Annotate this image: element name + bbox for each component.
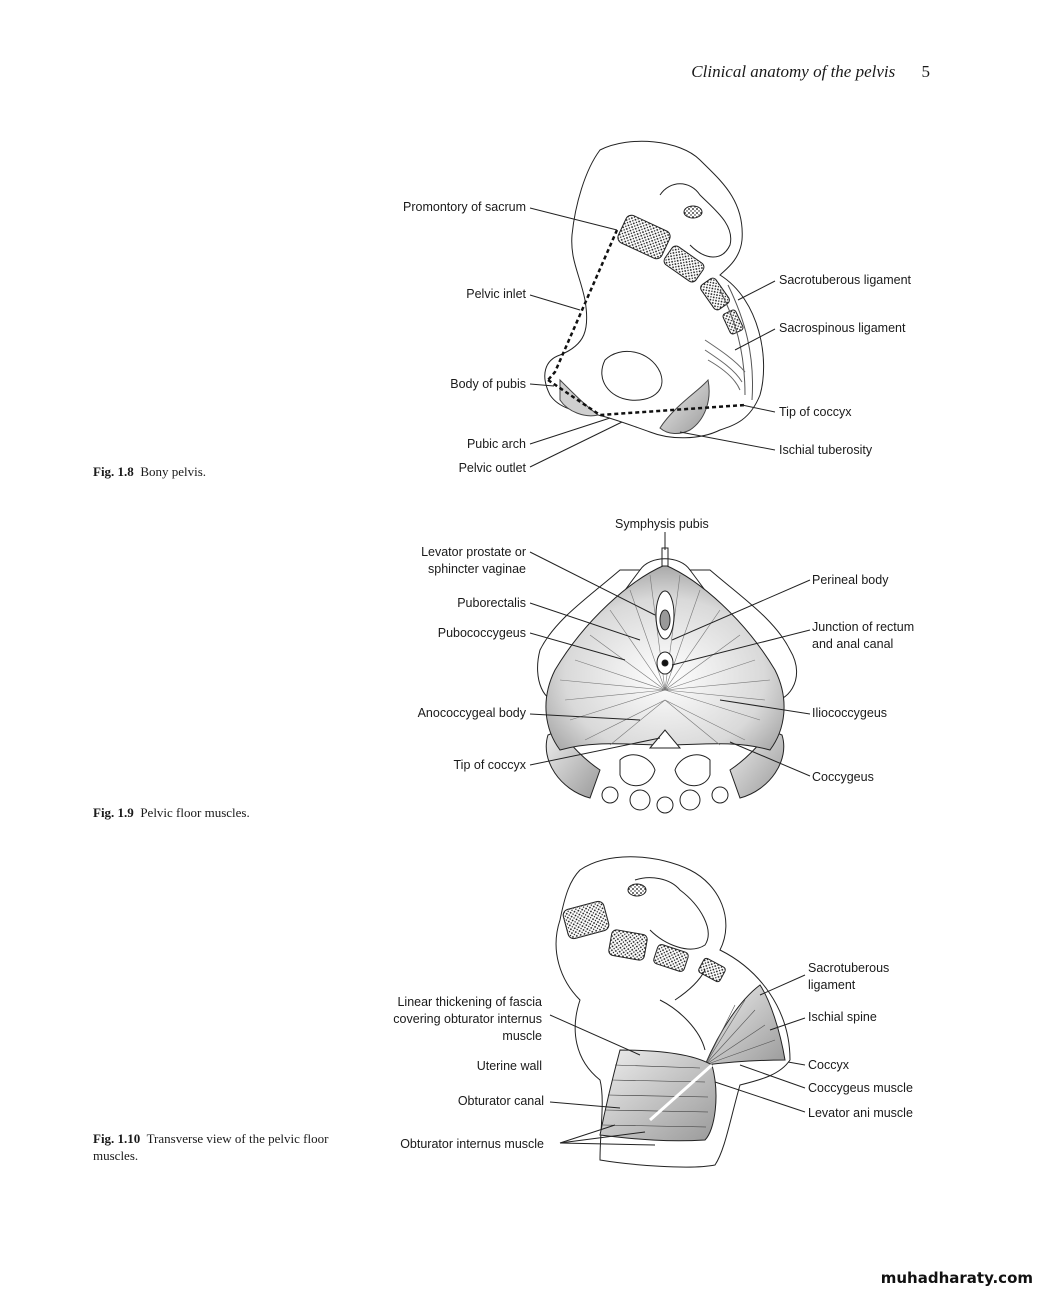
watermark: muhadharaty.com: [880, 1269, 1033, 1287]
running-header: Clinical anatomy of the pelvis 5: [600, 62, 930, 82]
pelvic-floor-drawing: [537, 547, 797, 814]
leader-lines-1-9: [529, 532, 811, 777]
label-ischial-spine: Ischial spine: [808, 1010, 877, 1024]
label-pelvic-inlet: Pelvic inlet: [466, 287, 526, 301]
leader-lines-1-10: [549, 974, 806, 1146]
label-levator-prostate: Levator prostate or sphincter vaginae: [421, 545, 526, 576]
label-coccygeus: Coccygeus: [812, 770, 874, 784]
label-obturator-canal: Obturator canal: [457, 1094, 544, 1108]
figure-caption-text: Bony pelvis.: [140, 464, 207, 479]
label-puborectalis: Puborectalis: [457, 596, 526, 610]
label-junction-rectum-anal-canal: Junction of rectum and anal canal: [812, 620, 915, 651]
running-header-title: Clinical anatomy of the pelvis: [691, 62, 896, 81]
figure-number: Fig. 1.10: [93, 1131, 141, 1146]
label-body-of-pubis: Body of pubis: [450, 377, 526, 391]
label-linear-thickening: Linear thickening of fascia covering obt…: [393, 995, 542, 1043]
transverse-view-drawing: [555, 856, 791, 1168]
label-sacrotuberous-ligament: Sacrotuberous ligament: [779, 273, 912, 287]
label-pelvic-outlet: Pelvic outlet: [458, 461, 526, 475]
label-iliococcygeus: Iliococcygeus: [812, 706, 888, 720]
bony-pelvis-drawing: [544, 140, 765, 439]
label-sacrospinous-ligament: Sacrospinous ligament: [779, 321, 906, 335]
figure-number: Fig. 1.8: [93, 464, 134, 479]
label-obturator-internus-muscle: Obturator internus muscle: [400, 1137, 544, 1151]
label-symphysis-pubis: Symphysis pubis: [615, 517, 709, 531]
label-ischial-tuberosity: Ischial tuberosity: [779, 443, 873, 457]
label-uterine-wall: Uterine wall: [476, 1059, 542, 1073]
figure-caption-1-9: Fig. 1.9 Pelvic floor muscles.: [93, 804, 353, 821]
label-perineal-body: Perineal body: [812, 573, 889, 587]
page-number: 5: [921, 62, 931, 81]
label-promontory-of-sacrum: Promontory of sacrum: [403, 200, 526, 214]
label-anococcygeal-body: Anococcygeal body: [417, 706, 526, 720]
leader-lines-1-8: [529, 207, 776, 468]
label-pubococcygeus: Pubococcygeus: [437, 626, 526, 640]
figure-caption-1-10: Fig. 1.10 Transverse view of the pelvic …: [93, 1130, 348, 1164]
label-sacrotuberous-ligament: Sacrotuberous ligament: [808, 961, 890, 992]
figure-caption-text: Transverse view of the pelvic floor musc…: [93, 1131, 329, 1163]
label-coccygeus-muscle: Coccygeus muscle: [808, 1081, 913, 1095]
label-tip-of-coccyx: Tip of coccyx: [453, 758, 526, 772]
label-levator-ani-muscle: Levator ani muscle: [808, 1106, 913, 1120]
label-coccyx: Coccyx: [808, 1058, 849, 1072]
figure-caption-1-8: Fig. 1.8 Bony pelvis.: [93, 463, 353, 480]
label-tip-of-coccyx: Tip of coccyx: [779, 405, 852, 419]
label-pubic-arch: Pubic arch: [466, 437, 526, 451]
figure-number: Fig. 1.9: [93, 805, 134, 820]
figure-caption-text: Pelvic floor muscles.: [140, 805, 250, 820]
